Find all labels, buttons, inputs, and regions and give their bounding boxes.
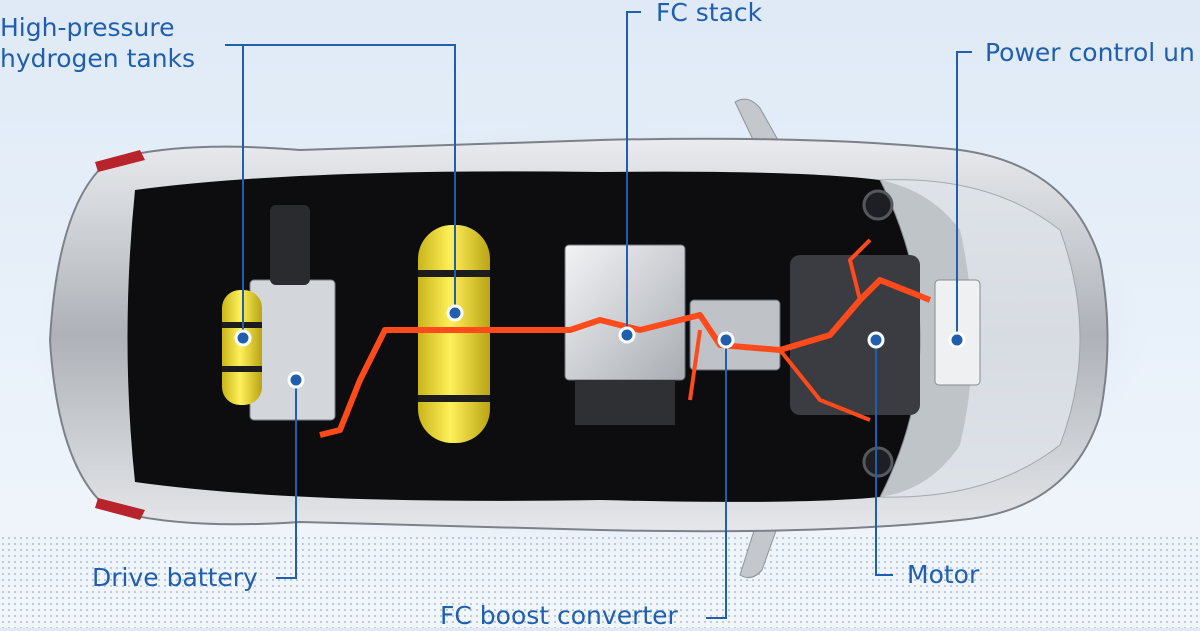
large-hydrogen-tank (418, 225, 490, 443)
power-control-unit-label: Power control un (985, 38, 1195, 67)
small-tank-band-2 (222, 366, 262, 372)
hv-cable-branch (688, 238, 872, 422)
hydrogen-tanks-label: High-pressure hydrogen tanks (0, 12, 195, 75)
motor-leader (875, 340, 893, 576)
tail-light-top (95, 150, 145, 172)
power-control-leader (956, 51, 972, 340)
hv-cable-main (319, 277, 932, 438)
fc-stack-base (575, 380, 675, 425)
hydrogen-tank-small-dot (234, 329, 252, 347)
power-control-dot (948, 331, 966, 349)
fc-stack-label: FC stack (656, 0, 763, 27)
side-mirror-bottom (739, 517, 779, 579)
drive-battery-dot (287, 371, 305, 389)
side-mirror-top (734, 98, 779, 151)
small-hydrogen-tank (222, 290, 262, 405)
fc-stack-dot (618, 326, 636, 344)
boost-converter-dot (717, 331, 735, 349)
boost-converter-leader (706, 340, 727, 619)
fc-boost-converter-label: FC boost converter (440, 601, 678, 630)
hydrogen-tanks-label-line1: High-pressure (0, 13, 175, 42)
drive-battery-unit (249, 279, 336, 421)
fc-boost-converter-unit (689, 299, 781, 371)
motor-dot (867, 331, 885, 349)
drive-battery-leader (276, 380, 297, 579)
motor-label: Motor (907, 560, 980, 589)
hydrogen-tanks-leader (225, 44, 456, 338)
fc-stack-unit (564, 244, 686, 381)
fc-stack-leader (626, 11, 641, 335)
large-tank-band-2 (418, 395, 490, 402)
front-wheel-top (862, 189, 894, 221)
hydrogen-tanks-label-line2: hydrogen tanks (0, 44, 196, 74)
battery-cooling-duct (270, 205, 310, 285)
dark-cabin (127, 171, 973, 502)
tail-light-bottom (95, 498, 145, 520)
drive-battery-label: Drive battery (92, 563, 258, 592)
hydrogen-tank-large-dot (446, 304, 464, 322)
motor-assembly (790, 255, 920, 415)
front-wheel-bottom (862, 446, 894, 478)
